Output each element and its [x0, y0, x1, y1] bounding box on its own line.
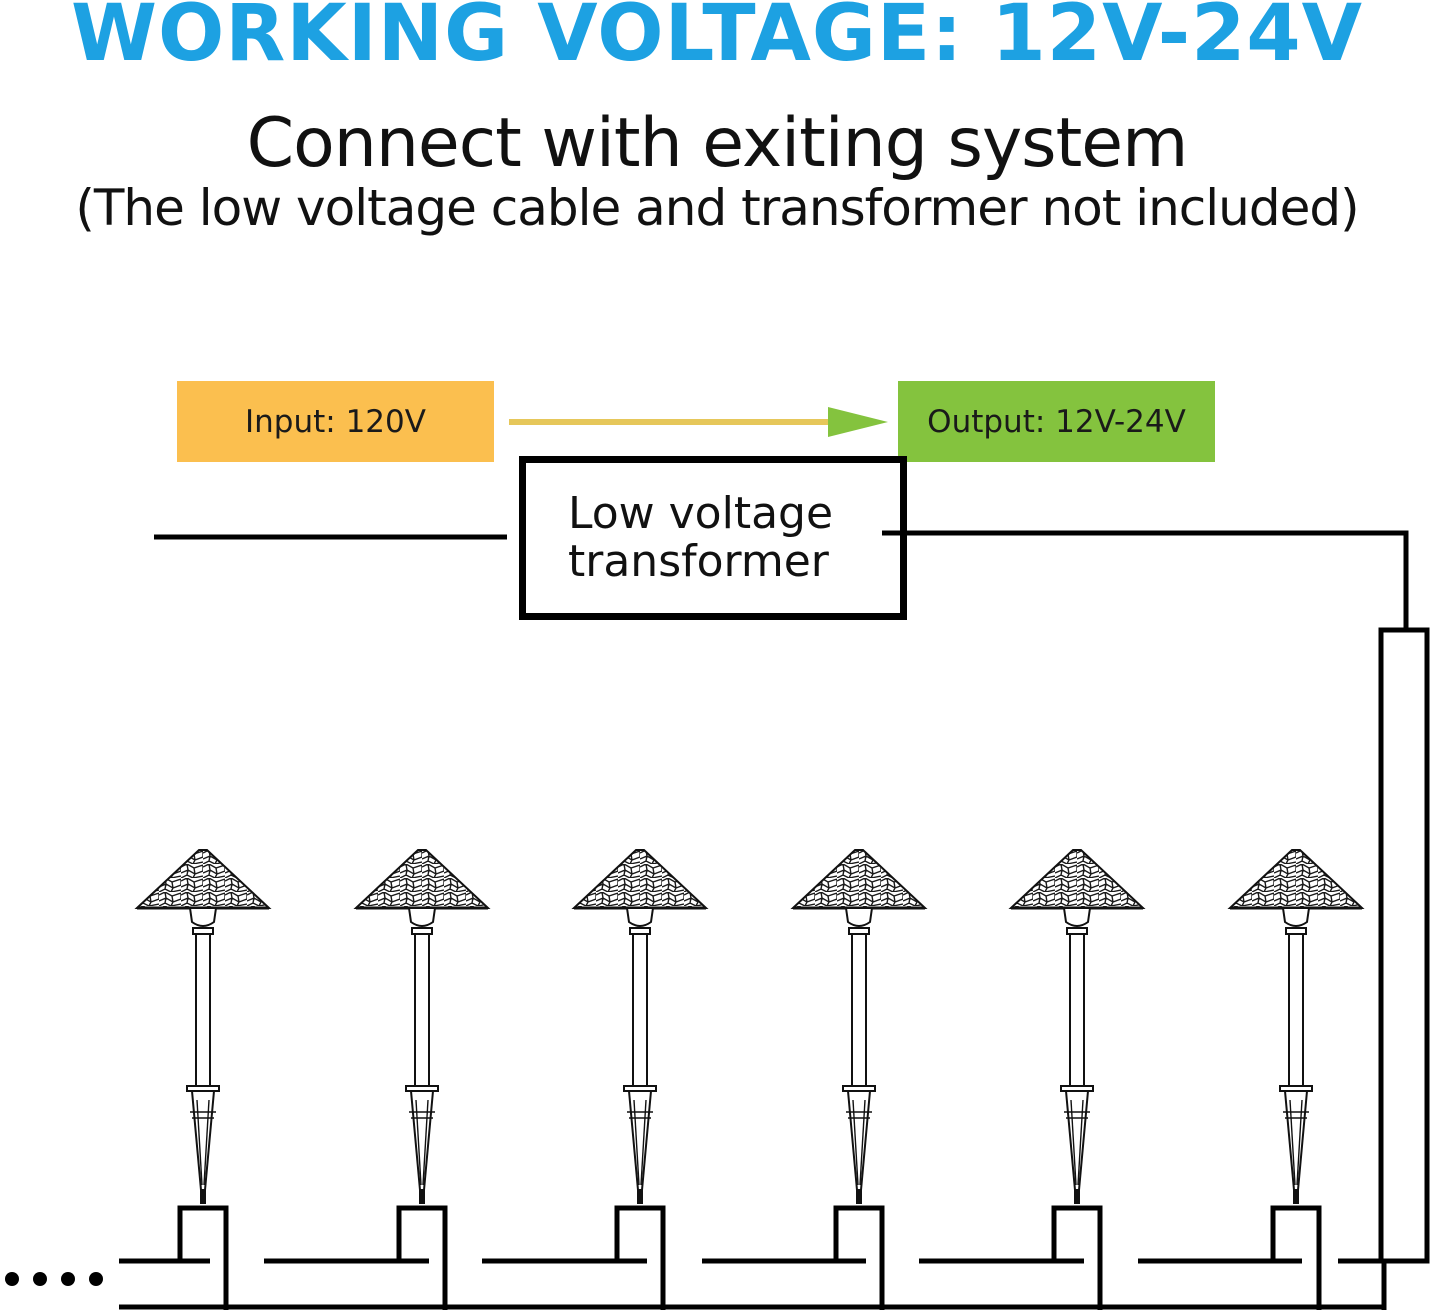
transformer-label-line1: Low voltage	[568, 488, 834, 539]
output-wire	[882, 530, 1409, 630]
flow-arrow-icon	[509, 407, 888, 437]
output-voltage-label: Output: 12V-24V	[927, 403, 1186, 440]
lamp-connectors	[177, 1205, 1322, 1310]
path-light-icon	[791, 848, 927, 1206]
input-badge	[177, 381, 494, 462]
main-cable	[119, 1258, 1427, 1310]
path-light-icon	[135, 848, 271, 1206]
path-light-icon	[354, 848, 490, 1206]
subtitle: Connect with exiting system	[246, 104, 1189, 183]
disclaimer-note: (The low voltage cable and transformer n…	[75, 179, 1359, 237]
path-light-icon	[572, 848, 708, 1206]
path-light-icon	[1009, 848, 1145, 1206]
transformer-label-line2: transformer	[568, 536, 829, 587]
cable-conduit	[1378, 627, 1430, 1264]
input-voltage-label: Input: 120V	[245, 403, 426, 440]
transformer-box: Low voltage transformer	[519, 456, 907, 620]
output-badge	[898, 381, 1215, 462]
path-light-icon	[1228, 848, 1364, 1206]
headline-title: WORKING VOLTAGE: 12V-24V	[70, 0, 1364, 79]
ellipsis-dots-icon	[5, 1272, 103, 1286]
